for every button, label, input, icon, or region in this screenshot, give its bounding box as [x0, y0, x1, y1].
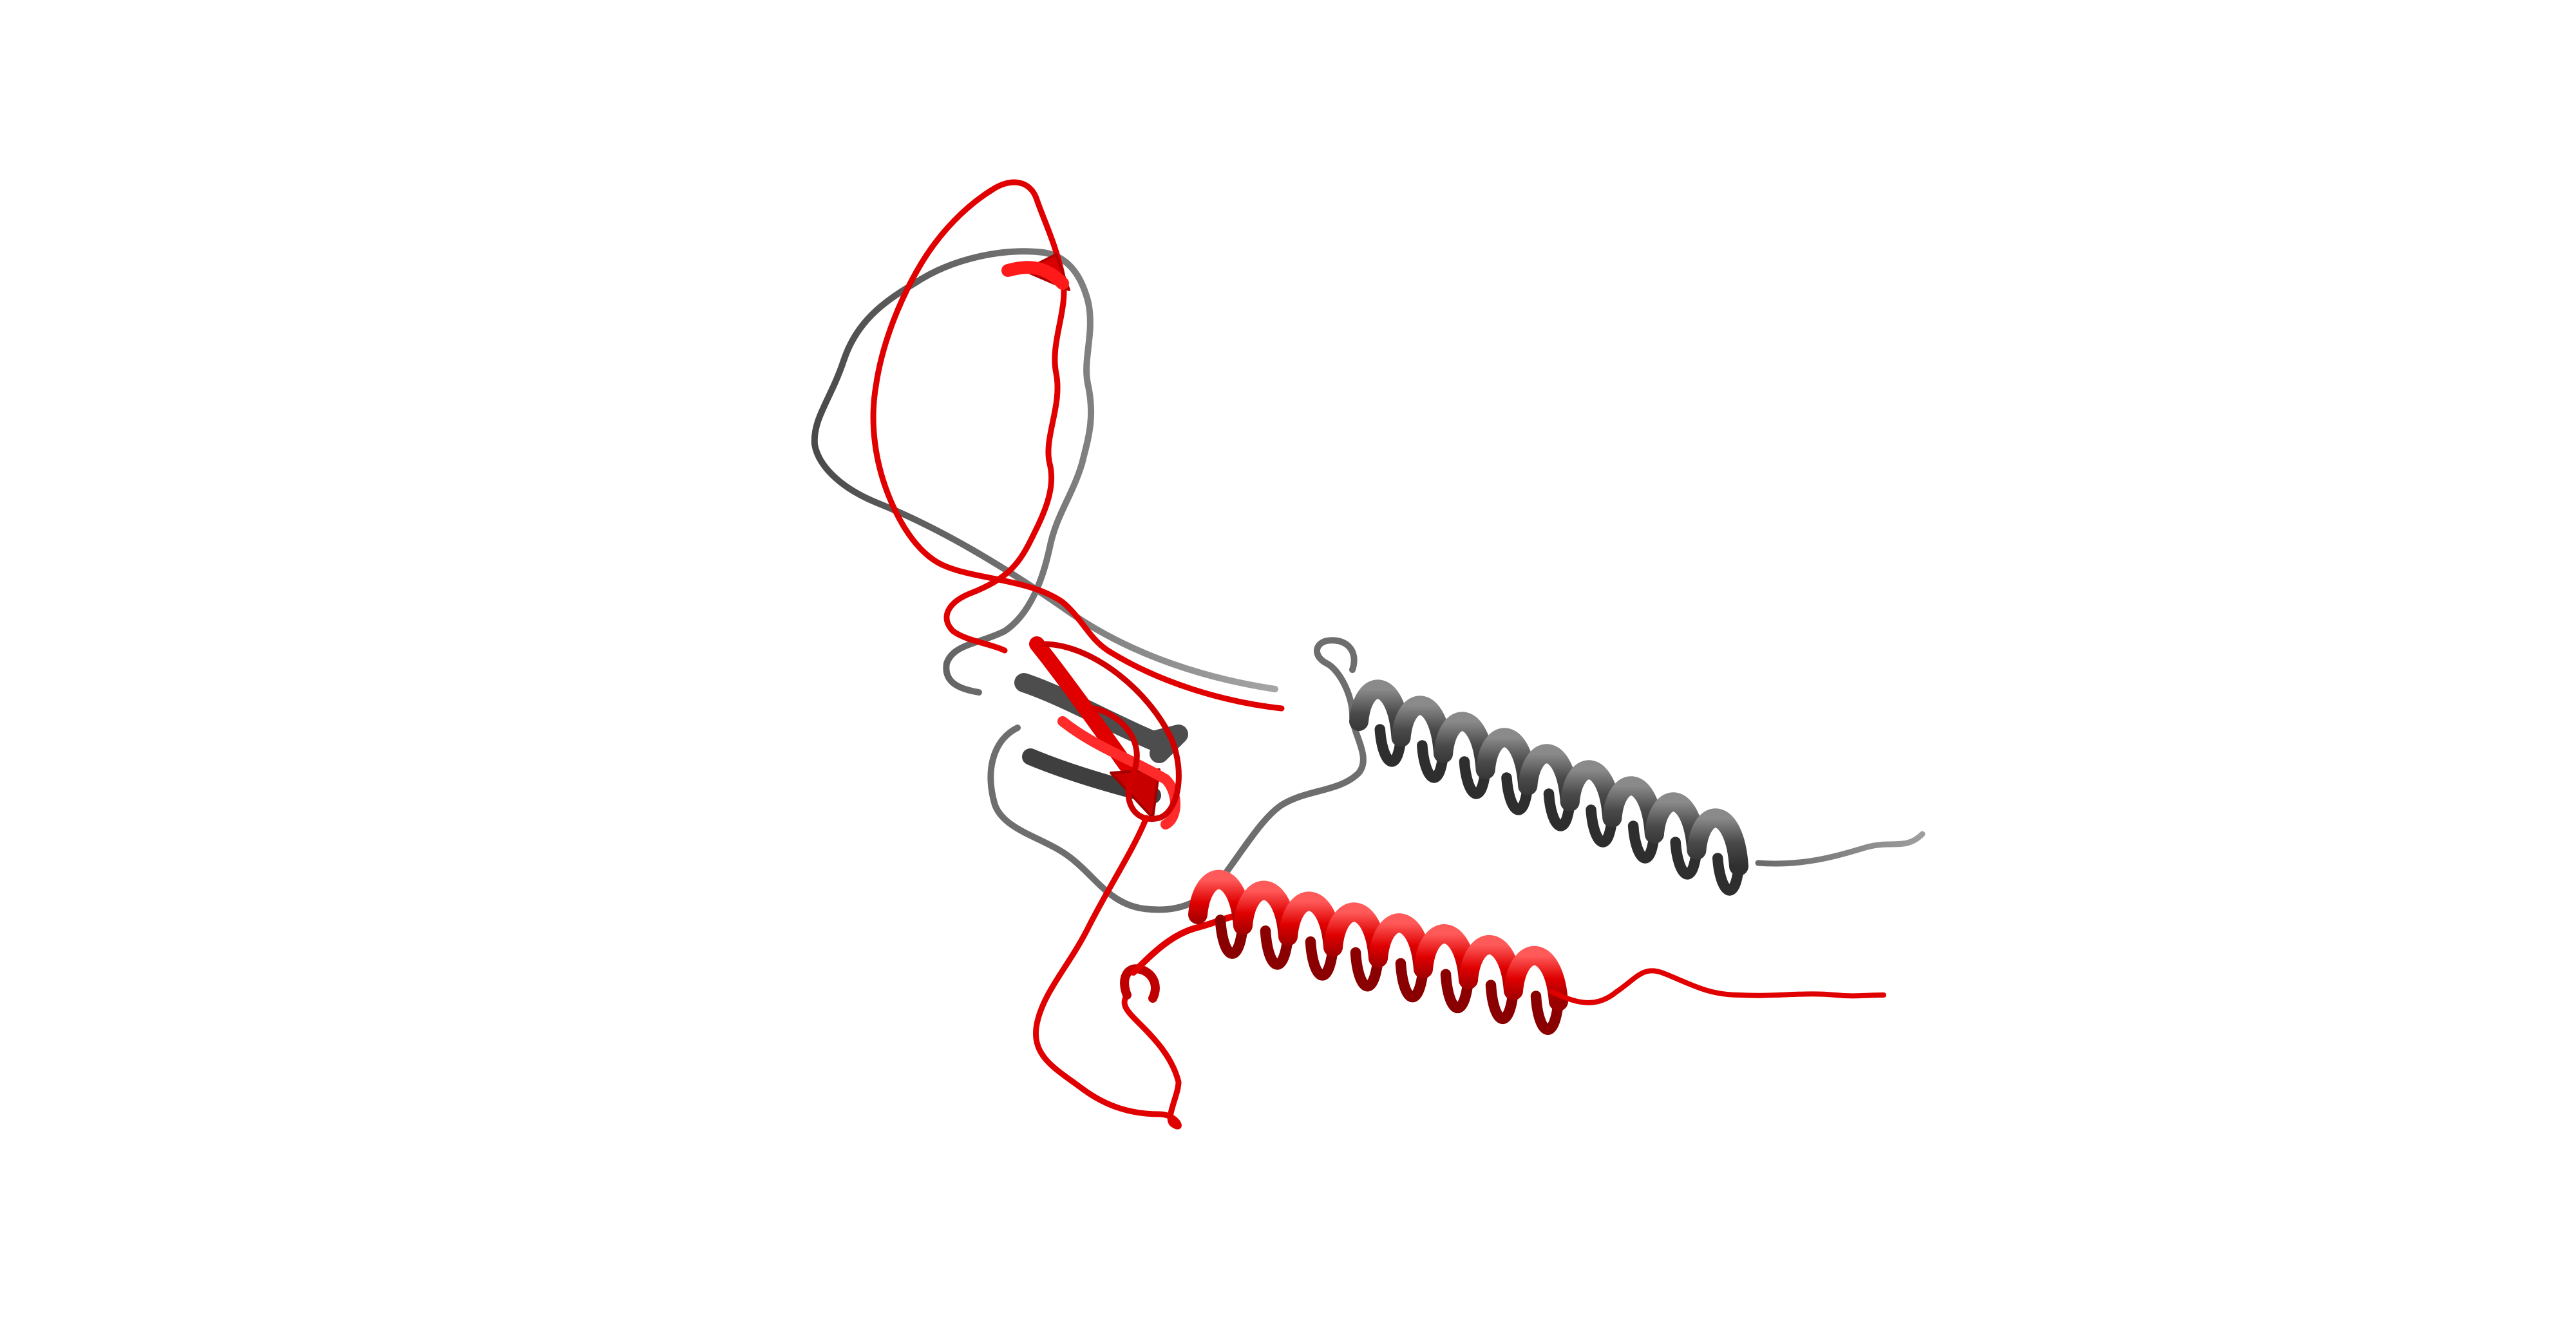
- reference-helix-turn-back: [1374, 724, 1406, 767]
- model-helix-turn-back: [1395, 958, 1429, 1003]
- reference-helix-turn-back: [1417, 740, 1449, 783]
- model-helix-turn-back: [1530, 991, 1564, 1035]
- reference-upper-loop: [811, 248, 1278, 696]
- reference-helix-turn-back: [1501, 772, 1533, 815]
- model-helix-turn-back: [1350, 947, 1384, 992]
- reference-helix-turn-front: [1687, 808, 1748, 876]
- model-upper-loop: [870, 179, 1285, 712]
- model-turn: [1120, 964, 1160, 1003]
- model-beta-strand-2: [1057, 716, 1180, 830]
- reference-helix-turn-back: [1670, 837, 1702, 880]
- reference-structure: [811, 248, 1926, 913]
- model-connector: [1130, 911, 1246, 976]
- model-structure: [870, 179, 1886, 1130]
- model-helix-turn-back: [1260, 925, 1294, 970]
- reference-c-terminal-tail: [1755, 831, 1926, 867]
- reference-helix-turn-back: [1586, 804, 1618, 848]
- model-helix-turn-back: [1485, 980, 1519, 1025]
- reference-helix-turn-back: [1627, 820, 1660, 864]
- model-helix-turn-back: [1215, 915, 1249, 959]
- reference-helix-turn-back: [1543, 788, 1576, 831]
- model-c-terminal-tail: [1549, 968, 1886, 1005]
- model-helix-turn-back: [1305, 936, 1339, 981]
- model-beta-strand-top: [1001, 261, 1069, 290]
- reference-helix-turn-back: [1459, 756, 1491, 799]
- reference-alpha-helix: [1349, 679, 1748, 896]
- model-helix-turn-back: [1440, 969, 1474, 1014]
- reference-helix-turn-back: [1712, 853, 1745, 896]
- model-alpha-helix: [1188, 869, 1568, 1035]
- model-helix-turn-front: [1504, 945, 1568, 1011]
- model-lower-loop: [1033, 815, 1182, 1130]
- model-sheet-loop: [1040, 641, 1182, 822]
- reference-lower-loop: [987, 637, 1367, 913]
